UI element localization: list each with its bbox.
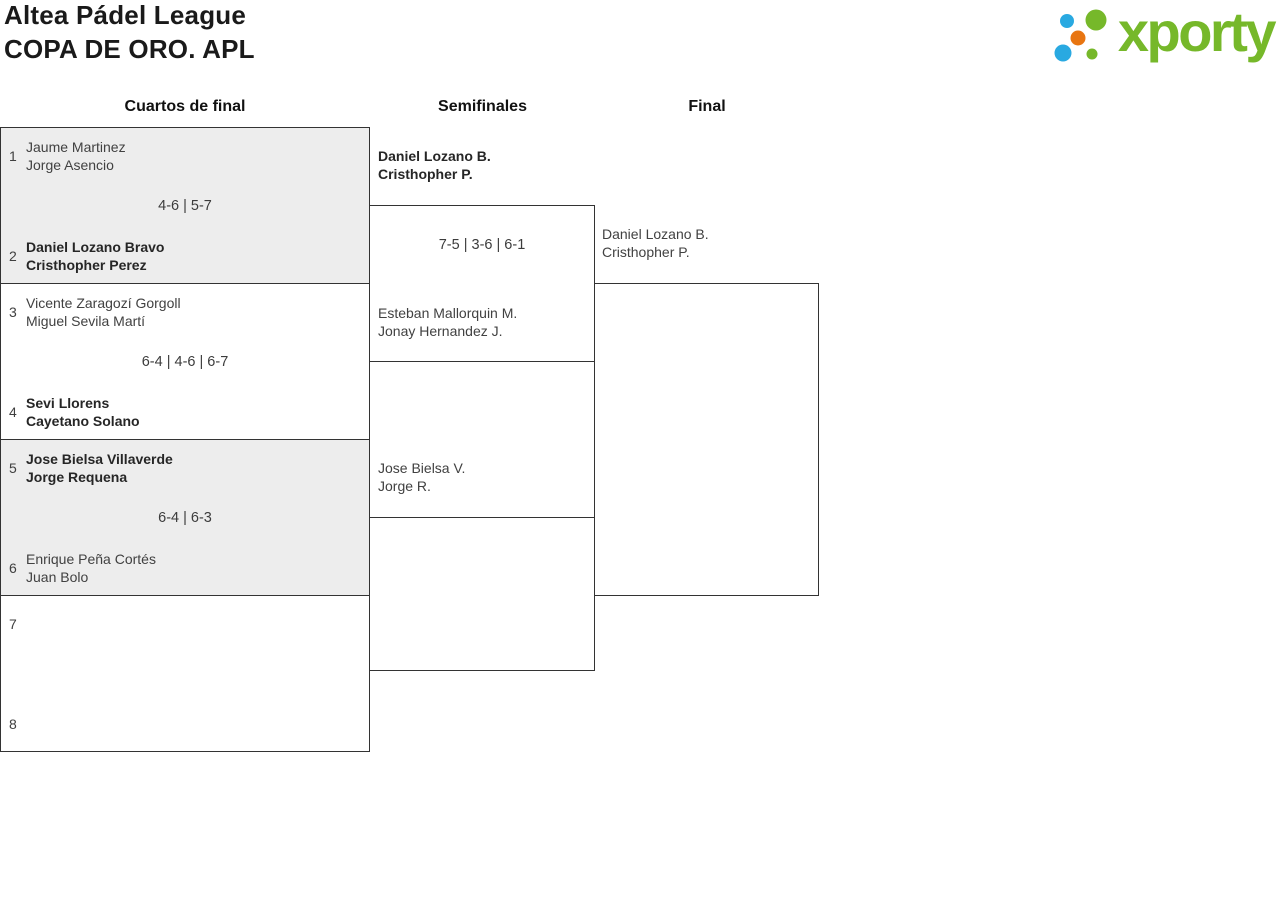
team-slot-top: 1 Jaume Martinez Jorge Asencio xyxy=(9,138,361,174)
title-line-1: Altea Pádel League xyxy=(4,0,247,30)
seed-number: 4 xyxy=(9,404,17,420)
player-name: Daniel Lozano B. xyxy=(378,148,491,164)
team-names: Jaume Martinez Jorge Asencio xyxy=(26,138,361,174)
sf1-team-top: Daniel Lozano B. Cristhopher P. xyxy=(378,147,491,183)
seed-number: 6 xyxy=(9,560,17,576)
round-header-semifinales: Semifinales xyxy=(438,98,527,115)
seed-number: 2 xyxy=(9,248,17,264)
match-score: 6-4 | 4-6 | 6-7 xyxy=(141,353,229,370)
team-slot-bottom: 2 Daniel Lozano Bravo Cristhopher Perez xyxy=(9,238,361,274)
seed-number: 3 xyxy=(9,304,17,320)
player-name: Cristhopher P. xyxy=(602,244,690,260)
team-slot-top: 3 Vicente Zaragozí Gorgoll Miguel Sevila… xyxy=(9,294,361,330)
team-slot-bottom: 8 xyxy=(9,706,361,742)
team-names: Jose Bielsa Villaverde Jorge Requena xyxy=(26,450,361,486)
team-names: Enrique Peña Cortés Juan Bolo xyxy=(26,550,361,586)
player-name: Cristhopher Perez xyxy=(26,257,147,273)
sf2-team-top: Jose Bielsa V. Jorge R. xyxy=(378,459,465,495)
page-title: Altea Pádel League COPA DE ORO. APL xyxy=(4,0,255,66)
qf-match-4[interactable]: 7 8 xyxy=(0,595,370,752)
seed-number: 5 xyxy=(9,460,17,476)
team-names: Vicente Zaragozí Gorgoll Miguel Sevila M… xyxy=(26,294,361,330)
xporty-logo-icon xyxy=(1054,9,1107,62)
player-name: Jonay Hernandez J. xyxy=(378,323,503,339)
xporty-logo-text: xporty xyxy=(1117,0,1277,63)
player-name: Jorge Asencio xyxy=(26,157,114,173)
seed-number: 8 xyxy=(9,716,17,732)
player-name: Jorge R. xyxy=(378,478,431,494)
player-name: Cristhopher P. xyxy=(378,166,473,182)
team-slot-bottom: 6 Enrique Peña Cortés Juan Bolo xyxy=(9,550,361,586)
team-slot-top: 7 xyxy=(9,606,361,642)
title-line-2: COPA DE ORO. APL xyxy=(4,34,255,64)
player-name: Vicente Zaragozí Gorgoll xyxy=(26,295,181,311)
team-slot-top: 5 Jose Bielsa Villaverde Jorge Requena xyxy=(9,450,361,486)
sf1-match-score: 7-5 | 3-6 | 6-1 xyxy=(438,237,526,253)
player-name: Juan Bolo xyxy=(26,569,89,585)
final-team-top: Daniel Lozano B. Cristhopher P. xyxy=(602,225,709,261)
seed-number: 1 xyxy=(9,148,17,164)
team-names: Sevi Llorens Cayetano Solano xyxy=(26,394,361,430)
seed-number: 7 xyxy=(9,616,17,632)
player-name: Cayetano Solano xyxy=(26,413,140,429)
match-score: 4-6 | 5-7 xyxy=(158,197,212,214)
player-name: Sevi Llorens xyxy=(26,395,110,411)
player-name: Daniel Lozano B. xyxy=(602,226,709,242)
round-header-cuartos-de-final: Cuartos de final xyxy=(124,98,246,115)
match-score: 6-4 | 6-3 xyxy=(158,509,212,526)
player-name: Miguel Sevila Martí xyxy=(26,313,146,329)
player-name: Jose Bielsa Villaverde xyxy=(26,451,173,467)
player-name: Jaume Martinez xyxy=(26,139,126,155)
player-name: Jose Bielsa V. xyxy=(378,460,466,476)
team-slot-bottom: 4 Sevi Llorens Cayetano Solano xyxy=(9,394,361,430)
sf1-team-bottom: Esteban Mallorquin M. Jonay Hernandez J. xyxy=(378,304,517,340)
player-name: Esteban Mallorquin M. xyxy=(378,305,518,321)
sf-match-2[interactable] xyxy=(369,517,595,671)
player-name: Jorge Requena xyxy=(26,469,128,485)
final-match[interactable] xyxy=(594,283,819,596)
player-name: Daniel Lozano Bravo xyxy=(26,239,165,255)
qf-match-3[interactable]: 5 Jose Bielsa Villaverde Jorge Requena 6… xyxy=(0,439,370,596)
round-header-final: Final xyxy=(688,98,726,115)
qf-match-2[interactable]: 3 Vicente Zaragozí Gorgoll Miguel Sevila… xyxy=(0,283,370,440)
team-names: Daniel Lozano Bravo Cristhopher Perez xyxy=(26,238,361,274)
player-name: Enrique Peña Cortés xyxy=(26,551,156,567)
qf-match-1[interactable]: 1 Jaume Martinez Jorge Asencio 4-6 | 5-7… xyxy=(0,127,370,284)
